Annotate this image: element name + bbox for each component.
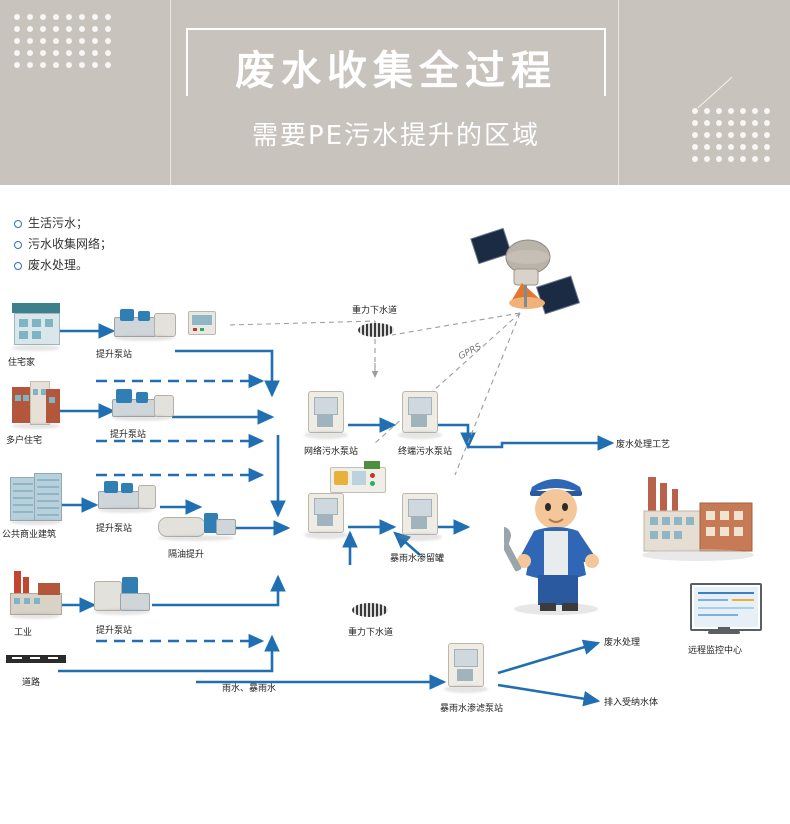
label-multi-family: 多户住宅 xyxy=(6,436,43,446)
label-residential-house: 住宅家 xyxy=(8,358,36,368)
flow-arrows xyxy=(58,312,615,707)
node-public-commercial xyxy=(10,473,62,525)
node-satellite xyxy=(470,225,581,325)
node-lift-pump-station-2 xyxy=(112,387,174,423)
bullet-list: 生活污水； 污水收集网络； 废水处理。 xyxy=(14,213,112,276)
title-frame xyxy=(186,28,606,96)
label-stormwater-tank: 暴雨水渗留罐 xyxy=(390,554,445,564)
node-grease-lift xyxy=(158,509,236,543)
label-terminal-sewage-station-text: 终端污水泵站 xyxy=(398,447,453,457)
label-grease-lift: 隔油提升 xyxy=(168,550,205,560)
label-wastewater-treatment: 废水处理 xyxy=(604,638,641,648)
node-multi-family xyxy=(12,381,60,429)
label-gravity-sewer-top: 重力下水道 xyxy=(352,306,398,316)
label-rain-storm-water: 雨水、暴雨水 xyxy=(222,684,277,694)
label-remote-monitor-center: 远程监控中心 xyxy=(688,646,743,656)
label-gravity-sewer-bottom: 重力下水道 xyxy=(348,628,394,638)
node-residential-house xyxy=(10,303,62,351)
node-stormwater-tank xyxy=(398,493,442,543)
bullet-dot-icon xyxy=(14,240,22,249)
label-discharge-to-water-body: 排入受纳水体 xyxy=(604,698,659,708)
node-gravity-sewer-bottom xyxy=(352,603,388,619)
label-network-sewage-station-text: 网络污水泵站 xyxy=(304,447,359,457)
bullet-dot-icon xyxy=(14,261,22,270)
label-industry: 工业 xyxy=(14,628,33,638)
decorative-dots-left xyxy=(14,14,114,70)
bullet-dot-icon xyxy=(14,219,22,228)
node-control-console xyxy=(330,461,386,495)
node-industry xyxy=(10,571,62,619)
node-network-sewage-station xyxy=(304,391,348,443)
node-stormwater-pump-station xyxy=(444,643,488,695)
bullet-item-1: 污水收集网络； xyxy=(14,234,112,255)
node-treatment-plant xyxy=(640,473,760,573)
decorative-dots-right xyxy=(692,108,774,166)
bullet-item-2: 废水处理。 xyxy=(14,255,112,276)
label-lift-pump-station-1: 提升泵站 xyxy=(96,350,133,360)
node-lift-pump-station-4 xyxy=(94,573,156,615)
bullet-text-2: 废水处理。 xyxy=(28,258,89,272)
banner-divider-left xyxy=(170,0,171,185)
node-remote-monitor-center xyxy=(690,583,762,639)
banner-subtitle: 需要PE污水提升的区域 xyxy=(251,121,541,151)
label-terminal-sewage-station: 终端污水泵站 xyxy=(398,447,452,458)
node-lift-pump-station-1 xyxy=(114,307,176,343)
node-road xyxy=(6,651,66,667)
bullet-item-0: 生活污水； xyxy=(14,213,112,234)
label-network-sewage-station: 网络污水泵站 xyxy=(304,447,358,458)
node-control-panel xyxy=(188,311,216,335)
node-lift-pump-station-3 xyxy=(98,479,158,515)
header-banner: 废水收集全过程 需要PE污水提升的区域 xyxy=(0,0,790,185)
node-worker xyxy=(492,465,614,615)
node-network-sewage-station-lower xyxy=(304,493,348,541)
diagram-area: 生活污水； 污水收集网络； 废水处理。 xyxy=(0,185,790,824)
banner-divider-right xyxy=(618,0,619,185)
label-wastewater-process: 废水处理工艺 xyxy=(616,440,671,450)
label-lift-pump-station-2: 提升泵站 xyxy=(110,430,147,440)
banner-slash-decor xyxy=(697,76,733,109)
node-gravity-sewer-top xyxy=(358,323,394,339)
label-stormwater-pump-station: 暴雨水渗滤泵站 xyxy=(440,704,504,714)
label-road: 道路 xyxy=(22,678,41,688)
bullet-text-0: 生活污水； xyxy=(28,216,89,230)
node-terminal-sewage-station xyxy=(398,391,442,443)
bullet-text-1: 污水收集网络； xyxy=(28,237,113,251)
label-lift-pump-station-3: 提升泵站 xyxy=(96,524,133,534)
label-public-commercial: 公共商业建筑 xyxy=(2,530,57,540)
label-lift-pump-station-4: 提升泵站 xyxy=(96,626,133,636)
banner-title: 废水收集全过程 xyxy=(235,48,557,94)
